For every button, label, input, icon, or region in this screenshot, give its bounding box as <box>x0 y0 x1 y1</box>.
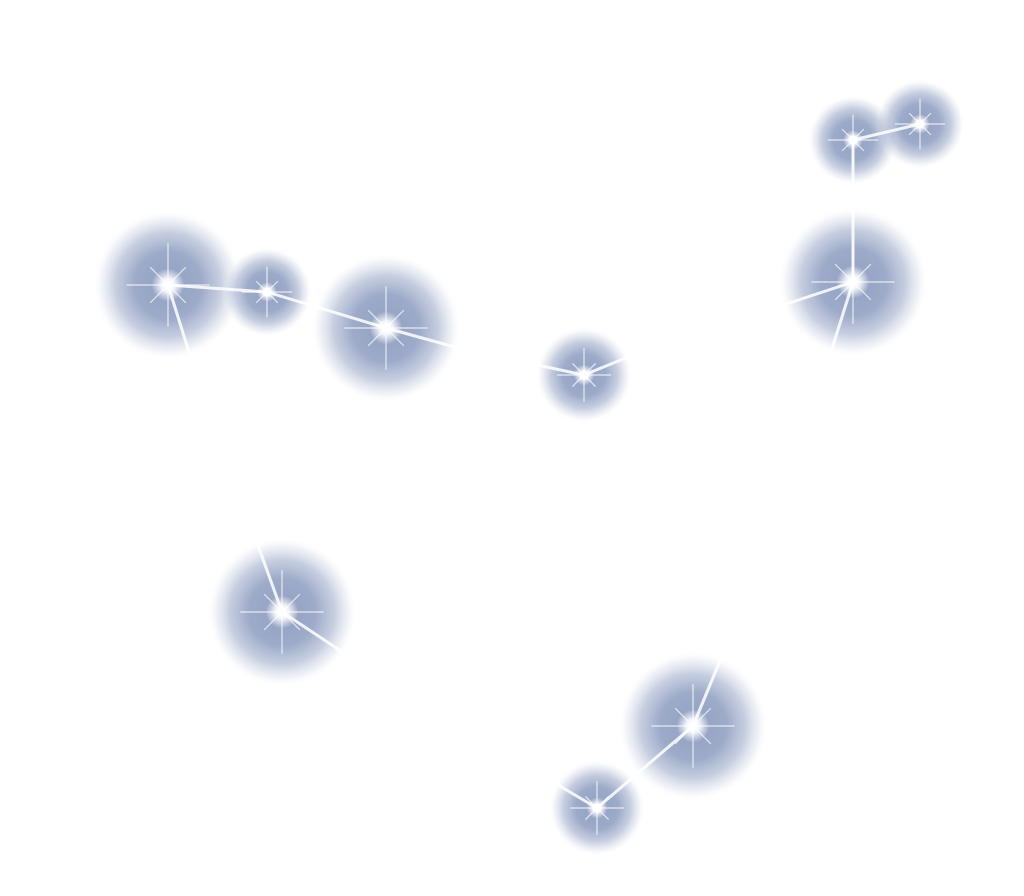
star-icon <box>344 286 428 370</box>
star-icon <box>827 114 879 166</box>
star-icon <box>811 240 895 324</box>
star-icon <box>241 266 293 318</box>
constellation-line <box>265 290 388 330</box>
constellation-line <box>166 283 269 294</box>
star-icon <box>556 348 612 402</box>
star-icon <box>894 98 946 150</box>
constellation-line <box>595 724 695 810</box>
constellation-line <box>851 122 922 142</box>
star-icon <box>240 570 324 654</box>
star-icon <box>651 684 735 768</box>
star-icon <box>126 243 210 327</box>
star-icon <box>569 780 625 836</box>
